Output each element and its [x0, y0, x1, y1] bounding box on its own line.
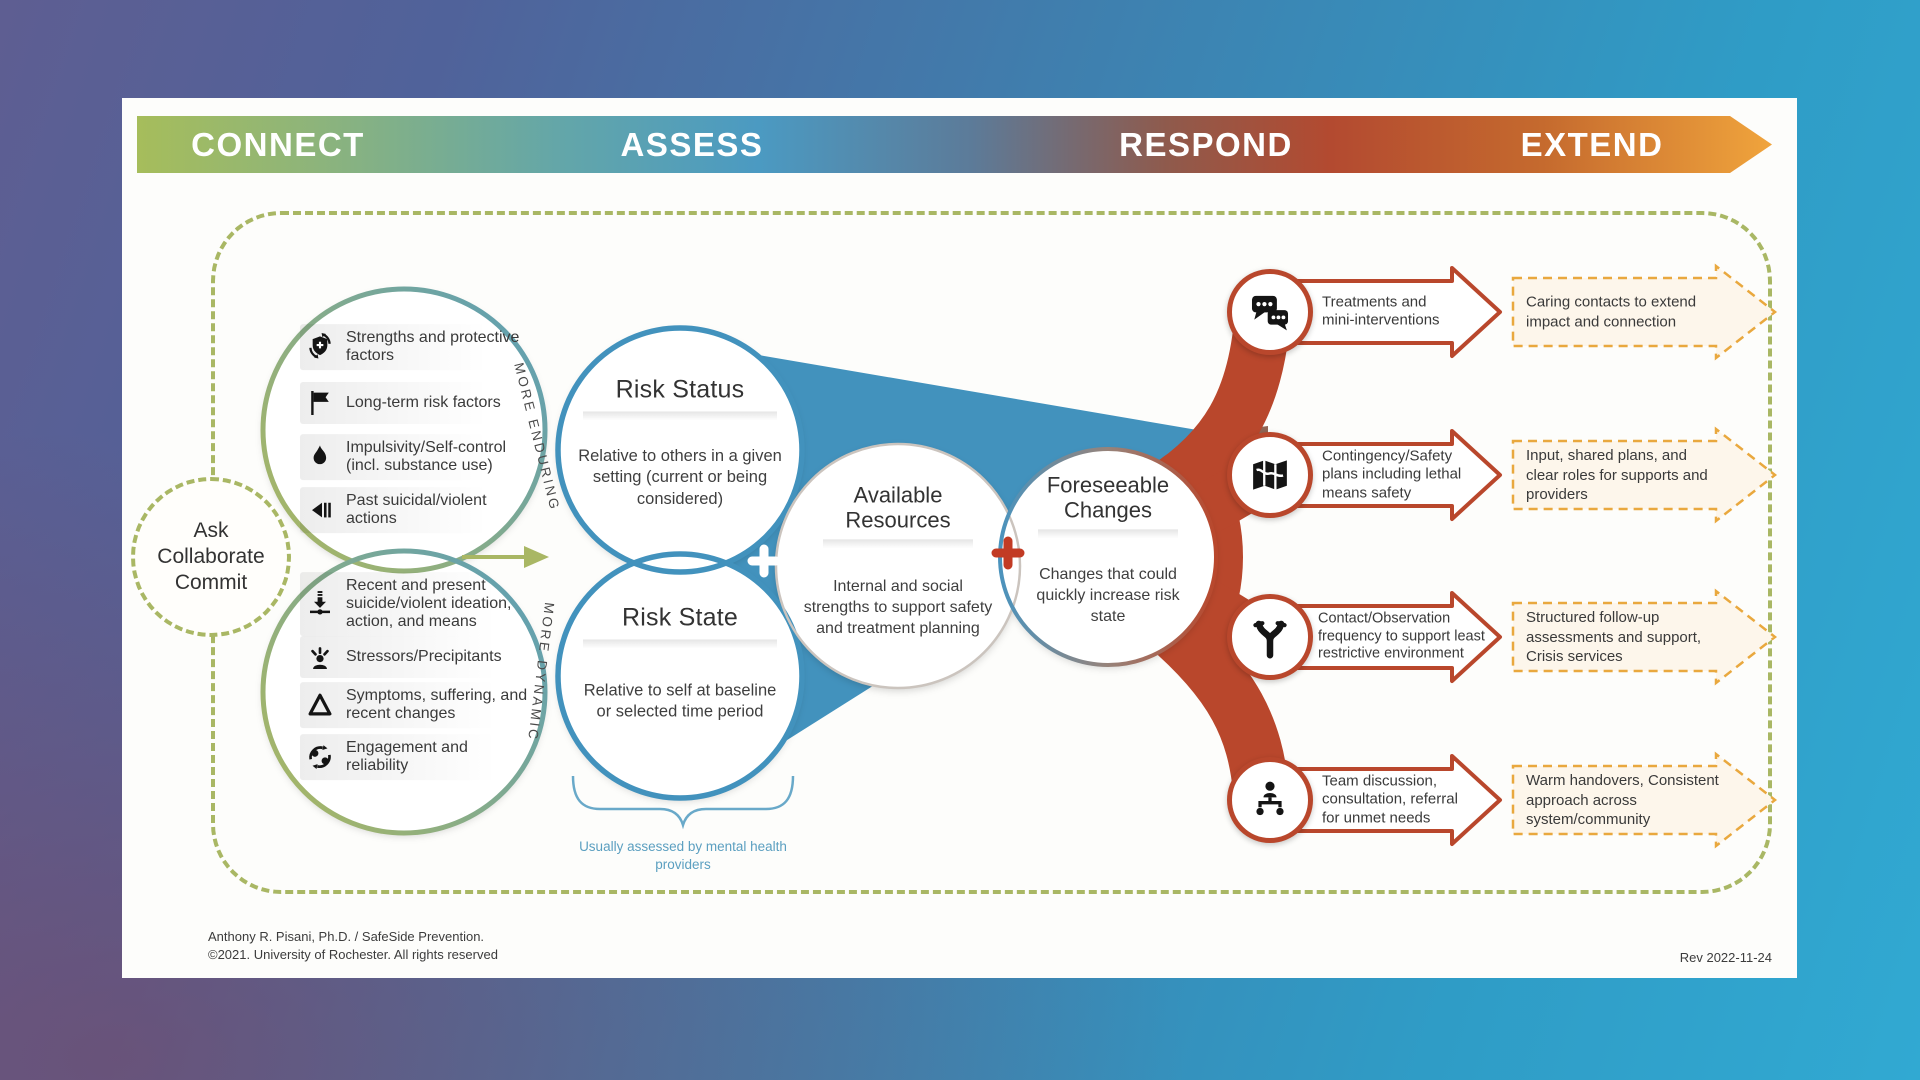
respond-icon-circle	[1227, 269, 1313, 355]
list-item-label: Strengths and protective factors	[346, 329, 520, 364]
collaborate-line: Collaborate	[157, 544, 265, 568]
phase-extend: EXTEND	[1520, 125, 1664, 163]
risk-status-title-block: Risk Status	[570, 376, 790, 421]
title-divider	[1037, 529, 1179, 539]
respond-icon-circle	[1227, 432, 1313, 518]
foreseeable-changes-description: Changes that could quickly increase risk…	[1036, 565, 1180, 625]
list-item-label: Long-term risk factors	[346, 394, 501, 412]
respond-row-label: Treatments and mini-interventions	[1322, 293, 1440, 329]
available-resources-description: Internal and social strengths to support…	[803, 577, 993, 637]
phase-banner-arrow: CONNECT ASSESS RESPOND EXTEND	[137, 116, 1772, 173]
credit-line-1: Anthony R. Pisani, Ph.D. / SafeSide Prev…	[208, 929, 485, 944]
delta-icon	[308, 693, 332, 716]
commit-line: Commit	[174, 571, 248, 595]
list-item: Impulsivity/Self-control (incl. substanc…	[300, 434, 528, 480]
risk-status-description: Relative to others in a given setting (c…	[578, 446, 782, 508]
list-item: Symptoms, suffering, and recent changes	[300, 682, 540, 728]
respond-row-label: Contact/Observation frequency to support…	[1318, 610, 1485, 662]
list-item: Recent and present suicide/violent ideat…	[300, 572, 540, 636]
extend-arrow-label: Caring contacts to extend impact and con…	[1526, 293, 1697, 331]
extend-arrow-label: Structured follow-up assessments and sup…	[1526, 608, 1702, 665]
ask-collaborate-commit-circle: Ask Collaborate Commit	[131, 477, 291, 637]
list-item-label: Engagement and reliability	[346, 739, 468, 774]
foreseeable-changes-title-block: Foreseeable Changes	[1028, 472, 1188, 539]
list-item: Long-term risk factors	[300, 382, 528, 424]
provider-note: Usually assessed by mental health provid…	[579, 838, 787, 872]
revision-label: Rev 2022-11-24	[1679, 950, 1772, 965]
rewind-icon	[312, 502, 331, 518]
flame-icon	[313, 445, 327, 465]
risk-state-title-block: Risk State	[570, 604, 790, 649]
list-item: Strengths and protective factors	[300, 324, 528, 370]
list-item-label: Stressors/Precipitants	[346, 648, 502, 666]
ask-line: Ask	[193, 518, 229, 542]
credit-line-2: ©2021. University of Rochester. All righ…	[208, 947, 498, 962]
engagement-cycle-icon	[309, 745, 331, 769]
extend-arrow-label: Input, shared plans, and clear roles for…	[1526, 446, 1708, 503]
risk-state-title: Risk State	[622, 603, 738, 632]
title-divider	[583, 411, 777, 421]
list-item: Engagement and reliability	[300, 734, 540, 780]
list-item: Past suicidal/violent actions	[300, 487, 528, 533]
list-item-label: Impulsivity/Self-control (incl. substanc…	[346, 439, 507, 474]
extend-arrow-label: Warm handovers, Consistent approach acro…	[1526, 771, 1719, 828]
flag-icon	[311, 391, 329, 415]
route-branch-icon	[1253, 620, 1287, 659]
list-item-label: Recent and present suicide/violent ideat…	[346, 577, 512, 630]
respond-icon-circle	[1227, 594, 1313, 680]
available-resources-title: Available Resources	[845, 482, 951, 532]
list-item-label: Past suicidal/violent actions	[346, 492, 487, 527]
respond-icon-circle	[1227, 757, 1313, 843]
phase-assess: ASSESS	[620, 125, 764, 163]
ideation-arrow-icon	[310, 590, 330, 615]
respond-row-label: Contingency/Safety plans including letha…	[1322, 447, 1462, 502]
title-divider	[823, 539, 973, 549]
available-resources-title-block: Available Resources	[813, 482, 983, 549]
list-item: Stressors/Precipitants	[300, 636, 540, 678]
stressed-person-icon	[311, 647, 329, 669]
phase-connect: CONNECT	[191, 125, 365, 163]
chat-bubbles-icon	[1251, 295, 1289, 331]
safety-plan-icon	[1253, 460, 1287, 490]
shield-refresh-icon	[309, 332, 331, 359]
team-referral-icon	[1256, 781, 1284, 816]
risk-status-title: Risk Status	[615, 375, 745, 404]
title-divider	[583, 639, 777, 649]
foreseeable-changes-title: Foreseeable Changes	[1046, 472, 1170, 522]
respond-row-label: Team discussion, consultation, referral …	[1322, 772, 1458, 827]
risk-state-description: Relative to self at baseline or selected…	[583, 681, 777, 721]
phase-respond: RESPOND	[1119, 125, 1293, 163]
list-item-label: Symptoms, suffering, and recent changes	[346, 687, 528, 722]
